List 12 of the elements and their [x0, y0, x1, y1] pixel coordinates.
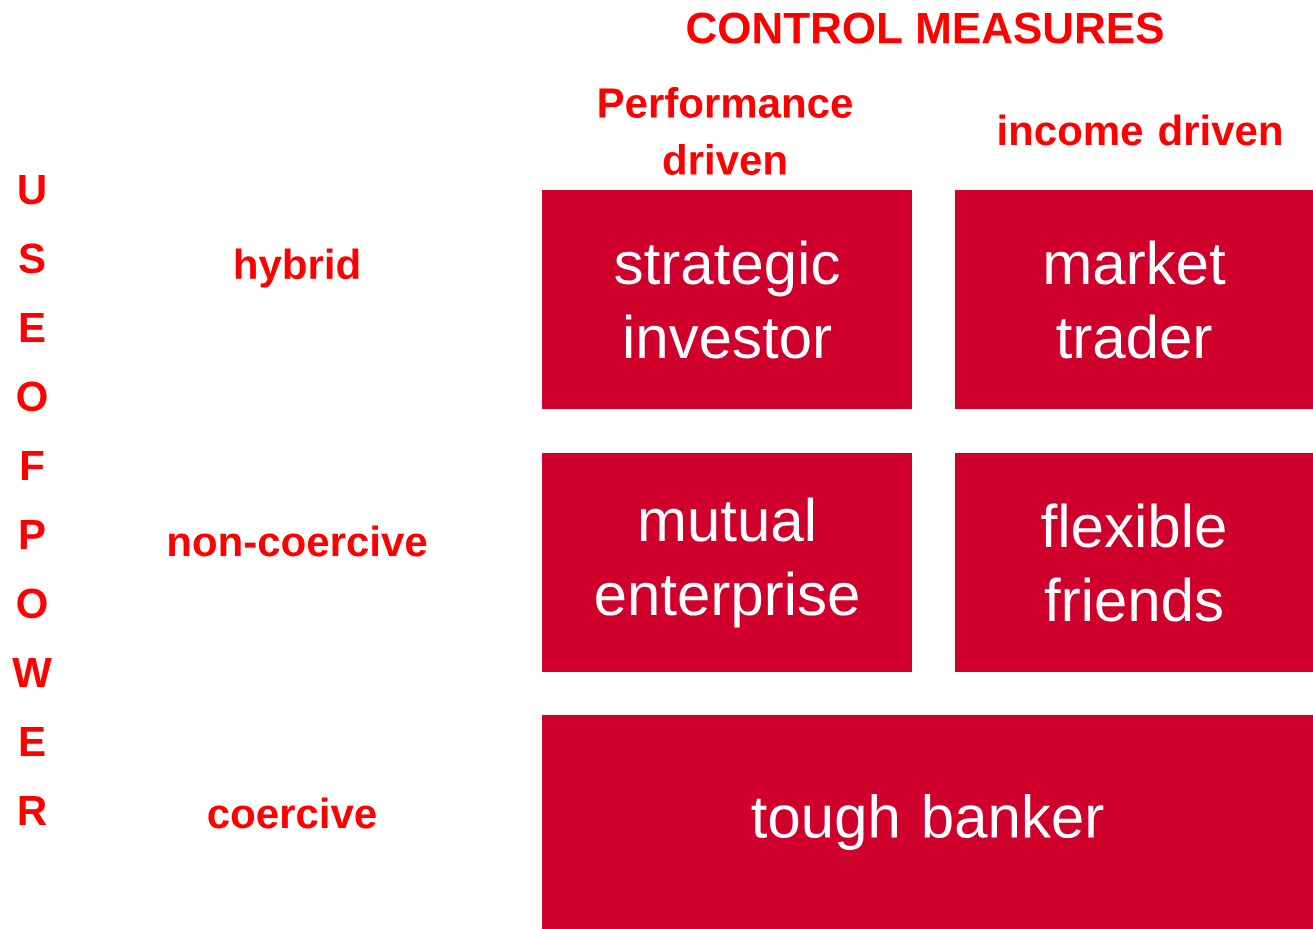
row-label: coercive: [208, 797, 376, 829]
row-label: hybrid: [235, 248, 359, 288]
column-label: Performance driven: [599, 87, 852, 175]
quadrant-box: market trader: [955, 190, 1313, 409]
heading: CONTROL MEASURES: [687, 12, 1163, 44]
quadrant-box: flexible friends: [955, 453, 1313, 672]
row-label: non-coercive: [169, 525, 427, 557]
column-label: income driven: [999, 114, 1281, 146]
quadrant-box: tough banker: [542, 715, 1313, 929]
quadrant-box: strategic investor: [542, 190, 912, 409]
axis-label: USE OF POWER: [12, 175, 52, 825]
quadrant-box: mutual enterprise: [542, 453, 912, 672]
